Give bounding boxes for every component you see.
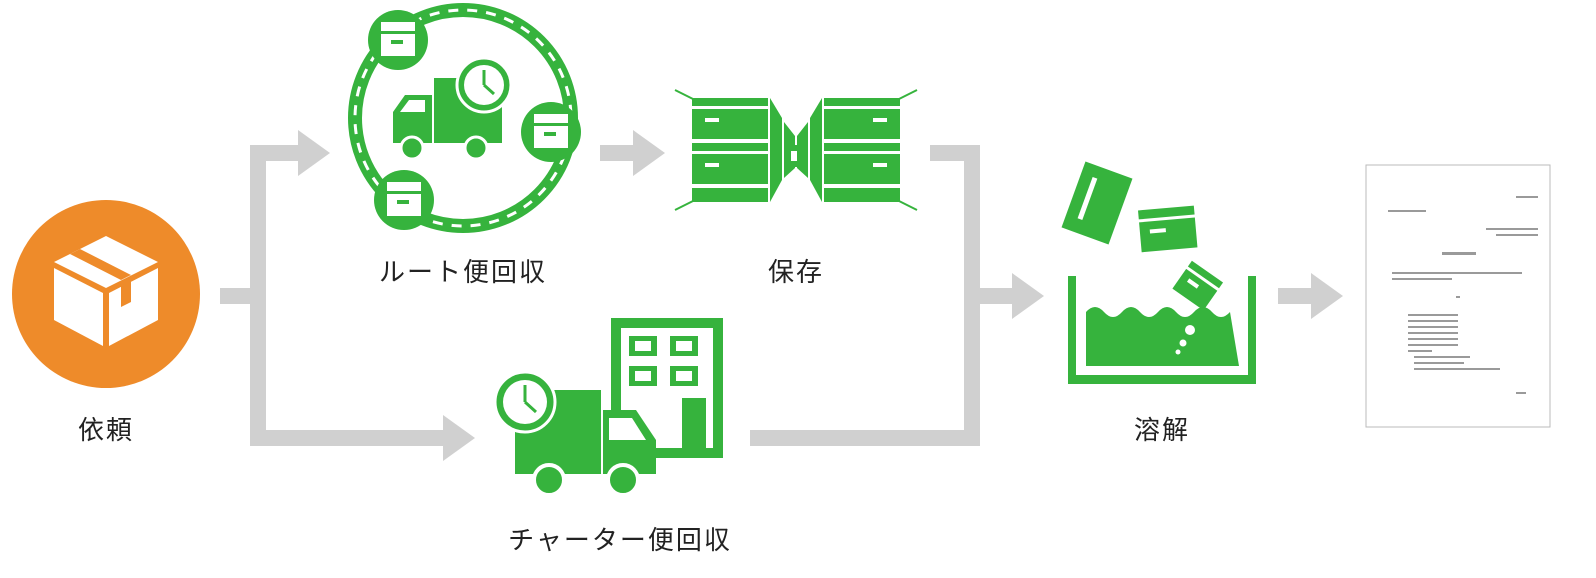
- connector-charter-out: [750, 430, 980, 446]
- connector-to-route: [250, 145, 300, 161]
- label-dissolve: 溶解: [1133, 416, 1190, 446]
- connector-route-storage: [600, 145, 635, 161]
- connectors: [220, 130, 1343, 461]
- route-box-right: [521, 102, 581, 162]
- arrow-head-route: [298, 130, 330, 176]
- charter-truck-icon: [493, 318, 723, 497]
- route-truck-icon: [348, 3, 581, 233]
- label-request: 依頼: [77, 416, 134, 446]
- storage-boxes-icon: [674, 89, 918, 211]
- arrow-head-dissolve: [1012, 273, 1044, 319]
- label-charter: チャーター便回収: [508, 526, 732, 556]
- connector-to-certificate: [1278, 288, 1313, 304]
- package-icon: [12, 200, 200, 388]
- dissolve-tank-icon: [1061, 161, 1256, 384]
- connector-split-vertical: [250, 145, 266, 445]
- route-box-bottom: [374, 170, 434, 230]
- route-box-top: [368, 10, 428, 70]
- arrow-head-certificate: [1311, 273, 1343, 319]
- connector-to-dissolve: [964, 288, 1014, 304]
- label-route: ルート便回収: [378, 258, 547, 288]
- connector-to-charter: [250, 430, 445, 446]
- certificate-document-icon: [1365, 164, 1551, 428]
- arrow-head-charter: [443, 415, 475, 461]
- arrow-head-storage: [633, 130, 665, 176]
- label-storage: 保存: [767, 258, 824, 288]
